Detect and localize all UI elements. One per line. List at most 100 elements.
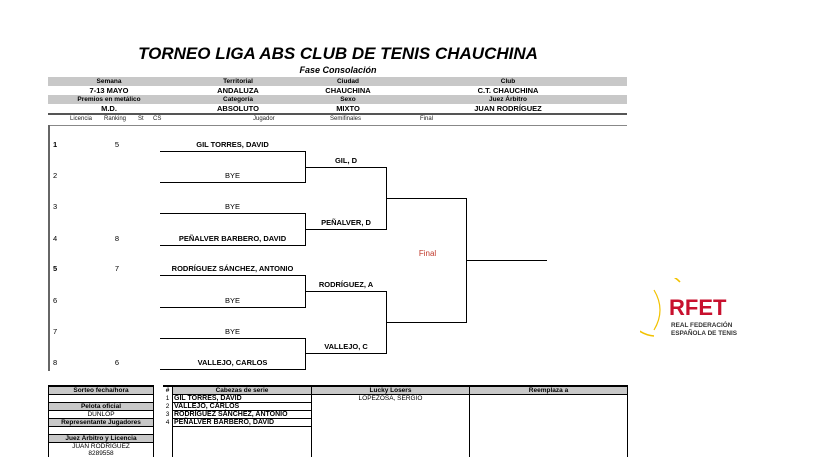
juez-licencia: 8289558 bbox=[48, 450, 154, 457]
draw-ranking: 6 bbox=[114, 358, 120, 367]
label-territorial: Territorial bbox=[223, 78, 253, 85]
seed-number: 4 bbox=[165, 418, 170, 426]
bracket-line bbox=[160, 275, 306, 276]
bracket-line bbox=[160, 338, 306, 339]
reemplaza-header: Reemplaza a bbox=[469, 385, 628, 395]
value-categoria: ABSOLUTO bbox=[217, 104, 259, 113]
bracket-line bbox=[305, 291, 386, 292]
label-club: Club bbox=[500, 78, 516, 85]
page-subtitle: Fase Consolación bbox=[299, 65, 377, 75]
cabezas-header: Cabezas de serie bbox=[172, 385, 312, 395]
value-sexo: MIXTO bbox=[336, 104, 360, 113]
winner-name: RODRÍGUEZ, A bbox=[318, 280, 374, 289]
draw-number: 2 bbox=[53, 171, 58, 180]
bracket-line bbox=[305, 229, 386, 230]
representante-label: Representante Jugadores bbox=[48, 418, 154, 427]
value-territorial: ANDALUZA bbox=[217, 86, 259, 95]
seed-name: RODRÍGUEZ SÁNCHEZ, ANTONIO bbox=[172, 410, 312, 419]
logo-line-2: ESPAÑOLA DE TENIS bbox=[671, 328, 738, 337]
info-divider bbox=[48, 113, 627, 115]
player-name: BYE bbox=[224, 202, 240, 211]
value-premios: M.D. bbox=[101, 104, 117, 113]
label-categoria: Categoría bbox=[223, 96, 253, 103]
label-sexo: Sexo bbox=[340, 96, 356, 103]
col-st: St bbox=[138, 116, 144, 122]
info-labels-row-1: Semana Territorial Ciudad Club bbox=[48, 77, 627, 86]
player-name: BYE bbox=[224, 327, 240, 336]
draw-number: 5 bbox=[53, 264, 58, 273]
bracket-line bbox=[160, 369, 306, 370]
col-cs: CS bbox=[153, 116, 162, 122]
info-values-row-1: 7-13 MAYO ANDALUZA CHAUCHINA C.T. CHAUCH… bbox=[48, 86, 627, 95]
bracket-line bbox=[305, 353, 386, 354]
bracket-line bbox=[160, 213, 306, 214]
logo-line-1: REAL FEDERACIÓN bbox=[671, 320, 733, 329]
seed-number-header: # bbox=[163, 385, 173, 395]
player-name: PEÑALVER BARBERO, DAVID bbox=[178, 234, 287, 243]
draw-number: 6 bbox=[53, 296, 58, 305]
header-bottom-rule bbox=[48, 125, 627, 126]
col-semifinales: Semifinales bbox=[330, 116, 362, 122]
value-ciudad: CHAUCHINA bbox=[325, 86, 371, 95]
lucky-loser-name: LOPEZOSA, SERGIO bbox=[311, 394, 470, 403]
bracket-line bbox=[386, 322, 467, 323]
column-headers: Licencia Ranking St CS Jugador Semifinal… bbox=[48, 115, 627, 124]
info-values-row-2: M.D. ABSOLUTO MIXTO JUAN RODRÍGUEZ bbox=[48, 104, 627, 113]
seed-number: 1 bbox=[165, 394, 170, 402]
juez-label: Juez Árbitro y Licencia bbox=[48, 434, 154, 443]
seed-number: 3 bbox=[165, 410, 170, 418]
sorteo-label: Sorteo fecha/hora bbox=[48, 385, 154, 395]
col-ranking: Ranking bbox=[104, 116, 127, 122]
bracket-line bbox=[305, 167, 386, 168]
juez-name: JUAN RODRÍGUEZ bbox=[48, 442, 154, 450]
draw-number: 7 bbox=[53, 327, 58, 336]
seed-name: VALLEJO, CARLOS bbox=[172, 402, 312, 411]
player-name: VALLEJO, CARLOS bbox=[197, 358, 268, 367]
pelota-value: DUNLOP bbox=[48, 410, 154, 419]
value-juez: JUAN RODRÍGUEZ bbox=[474, 104, 542, 113]
label-ciudad: Ciudad bbox=[336, 78, 360, 85]
winner-name: VALLEJO, C bbox=[324, 342, 368, 351]
value-semana: 7-13 MAYO bbox=[89, 86, 129, 95]
page-title: TORNEO LIGA ABS CLUB DE TENIS CHAUCHINA bbox=[138, 44, 538, 63]
draw-ranking: 5 bbox=[114, 140, 120, 149]
draw-number: 3 bbox=[53, 202, 58, 211]
player-name: RODRÍGUEZ SÁNCHEZ, ANTONIO bbox=[171, 264, 294, 273]
bottom-table: Sorteo fecha/hora # Cabezas de serie Luc… bbox=[48, 385, 628, 457]
bracket-line bbox=[160, 151, 306, 152]
winner-name: PEÑALVER, D bbox=[321, 218, 371, 227]
seed-name: PEÑALVER BARBERO, DAVID bbox=[172, 418, 312, 427]
draw-number: 1 bbox=[53, 140, 58, 149]
champion-line bbox=[466, 260, 547, 261]
seed-number: 2 bbox=[165, 402, 170, 410]
player-name: GIL TORRES, DAVID bbox=[196, 140, 269, 149]
bracket-connector bbox=[305, 338, 306, 370]
col-final: Final bbox=[420, 116, 434, 122]
player-name: BYE bbox=[224, 296, 240, 305]
final-label: Final bbox=[418, 249, 437, 258]
col-licencia: Licencia bbox=[70, 116, 93, 122]
draw-number: 8 bbox=[53, 358, 58, 367]
seed-name: GIL TORRES, DAVID bbox=[172, 394, 312, 403]
logo-text: RFET bbox=[669, 295, 727, 320]
bracket-line bbox=[160, 307, 306, 308]
lucky-header: Lucky Losers bbox=[311, 385, 470, 395]
player-name: BYE bbox=[224, 171, 240, 180]
info-labels-row-2: Premios en metálico Categoría Sexo Juez … bbox=[48, 95, 627, 104]
label-semana: Semana bbox=[96, 78, 122, 85]
draw-number: 4 bbox=[53, 234, 58, 243]
label-premios: Premios en metálico bbox=[77, 96, 141, 103]
winner-name: GIL, D bbox=[334, 156, 358, 165]
draw-left-border bbox=[48, 125, 50, 371]
pelota-label: Pelota oficial bbox=[48, 402, 154, 411]
bracket-line bbox=[386, 198, 467, 199]
draw-ranking: 8 bbox=[114, 234, 120, 243]
tennis-ball-seam-icon bbox=[653, 289, 661, 331]
value-club: C.T. CHAUCHINA bbox=[477, 86, 539, 95]
bracket-line bbox=[160, 182, 306, 183]
info-table: Semana Territorial Ciudad Club 7-13 MAYO… bbox=[48, 77, 627, 127]
rfet-logo: RFET REAL FEDERACIÓN ESPAÑOLA DE TENIS bbox=[640, 278, 738, 337]
draw-ranking: 7 bbox=[114, 264, 120, 273]
label-juez: Juez Árbitro bbox=[489, 96, 527, 103]
col-jugador: Jugador bbox=[253, 116, 275, 122]
